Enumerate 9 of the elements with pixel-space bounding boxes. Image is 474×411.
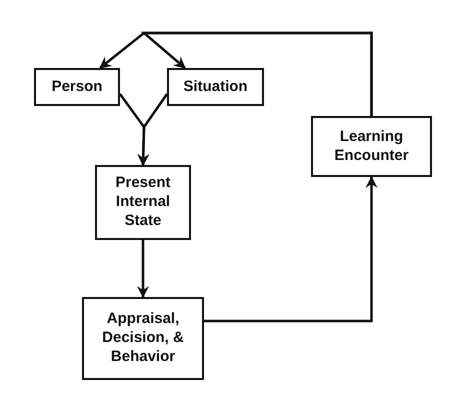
arrow bbox=[137, 93, 168, 166]
arrow bbox=[137, 240, 149, 298]
process-box: Present Internal State bbox=[95, 165, 191, 240]
arrow bbox=[204, 176, 378, 322]
process-box: Appraisal, Decision, & Behavior bbox=[82, 297, 204, 380]
process-box: Situation bbox=[167, 68, 264, 106]
process-box: Person bbox=[34, 68, 120, 106]
process-box: Learning Encounter bbox=[311, 116, 432, 177]
arrow bbox=[140, 32, 373, 116]
